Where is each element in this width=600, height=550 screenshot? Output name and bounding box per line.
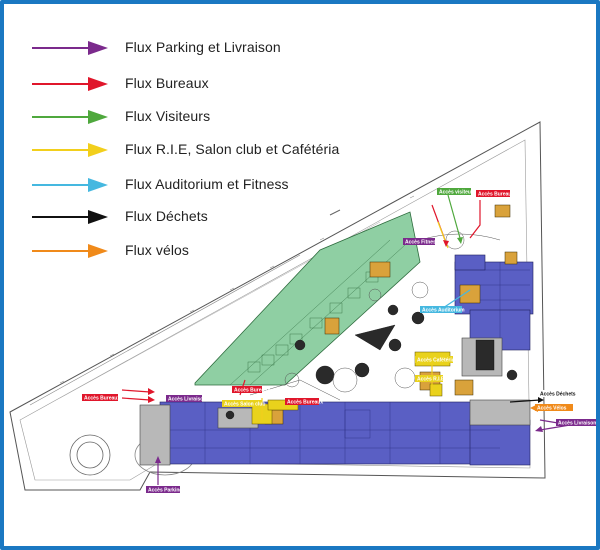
legend-item-visiteurs: Flux Visiteurs: [30, 107, 210, 127]
legend-item-parking-livraison: Flux Parking et Livraison: [30, 38, 281, 58]
yellow-arrow-icon: [32, 143, 108, 157]
tree-clusters: [225, 304, 518, 420]
tag-bureaux-small: Accès Bureaux: [234, 388, 270, 394]
black-arrow-icon: [32, 210, 108, 224]
green-arrow-icon: [32, 110, 108, 124]
legend-label: Flux vélos: [125, 242, 190, 258]
tag-cafeteria: Accès Cafétéria: [417, 358, 455, 364]
tag-livraison: Accès Livraison: [168, 397, 206, 403]
tag-bureaux-left: Accès Bureaux: [84, 396, 120, 402]
legend-label: Flux Déchets: [125, 208, 208, 224]
legend-label: Flux Parking et Livraison: [125, 39, 281, 55]
tag-velos: Accès Vélos: [537, 406, 567, 412]
tag-rie: Accès R.I.E: [417, 377, 445, 383]
site-details: [59, 195, 415, 384]
light-blue-arrow-icon: [32, 178, 108, 192]
legend-item-bureaux: Flux Bureaux: [30, 74, 209, 94]
legend-item-dechets: Flux Déchets: [30, 207, 208, 227]
tree-outlines: [249, 230, 501, 401]
tag-fitness: Accès Fitness: [405, 240, 439, 246]
tag-bureaux-mid: Accès Bureaux: [287, 400, 323, 406]
garden-area: [194, 211, 421, 386]
plan-tags: Accès visiteurs Accès Bureaux Accès Bure…: [82, 188, 596, 494]
tag-bureaux-top: Accès Bureaux: [478, 192, 514, 198]
orange-arrow-icon: [32, 244, 108, 258]
red-arrow-icon: [32, 77, 108, 91]
tag-salon-club: Accès Salon club: [224, 402, 265, 408]
tag-parking: Accès Parking: [148, 488, 182, 494]
tag-visiteurs: Accès visiteurs: [439, 190, 476, 196]
legend-label: Flux R.I.E, Salon club et Cafétéria: [125, 141, 340, 157]
legend-label: Flux Bureaux: [125, 75, 209, 91]
tag-livraison-right: Accès Livraison: [558, 421, 596, 427]
purple-arrow-icon: [32, 41, 108, 55]
legend-label: Flux Auditorium et Fitness: [125, 176, 289, 192]
office-grid: [160, 262, 530, 464]
tag-auditorium: Accès Auditorium: [422, 308, 465, 314]
legend-label: Flux Visiteurs: [125, 108, 211, 124]
legend-item-rie: Flux R.I.E, Salon club et Cafétéria: [30, 140, 339, 160]
legend-item-velos: Flux vélos: [30, 241, 189, 261]
tag-dechets: Accès Déchets: [540, 392, 576, 398]
legend-item-auditorium: Flux Auditorium et Fitness: [30, 175, 289, 195]
